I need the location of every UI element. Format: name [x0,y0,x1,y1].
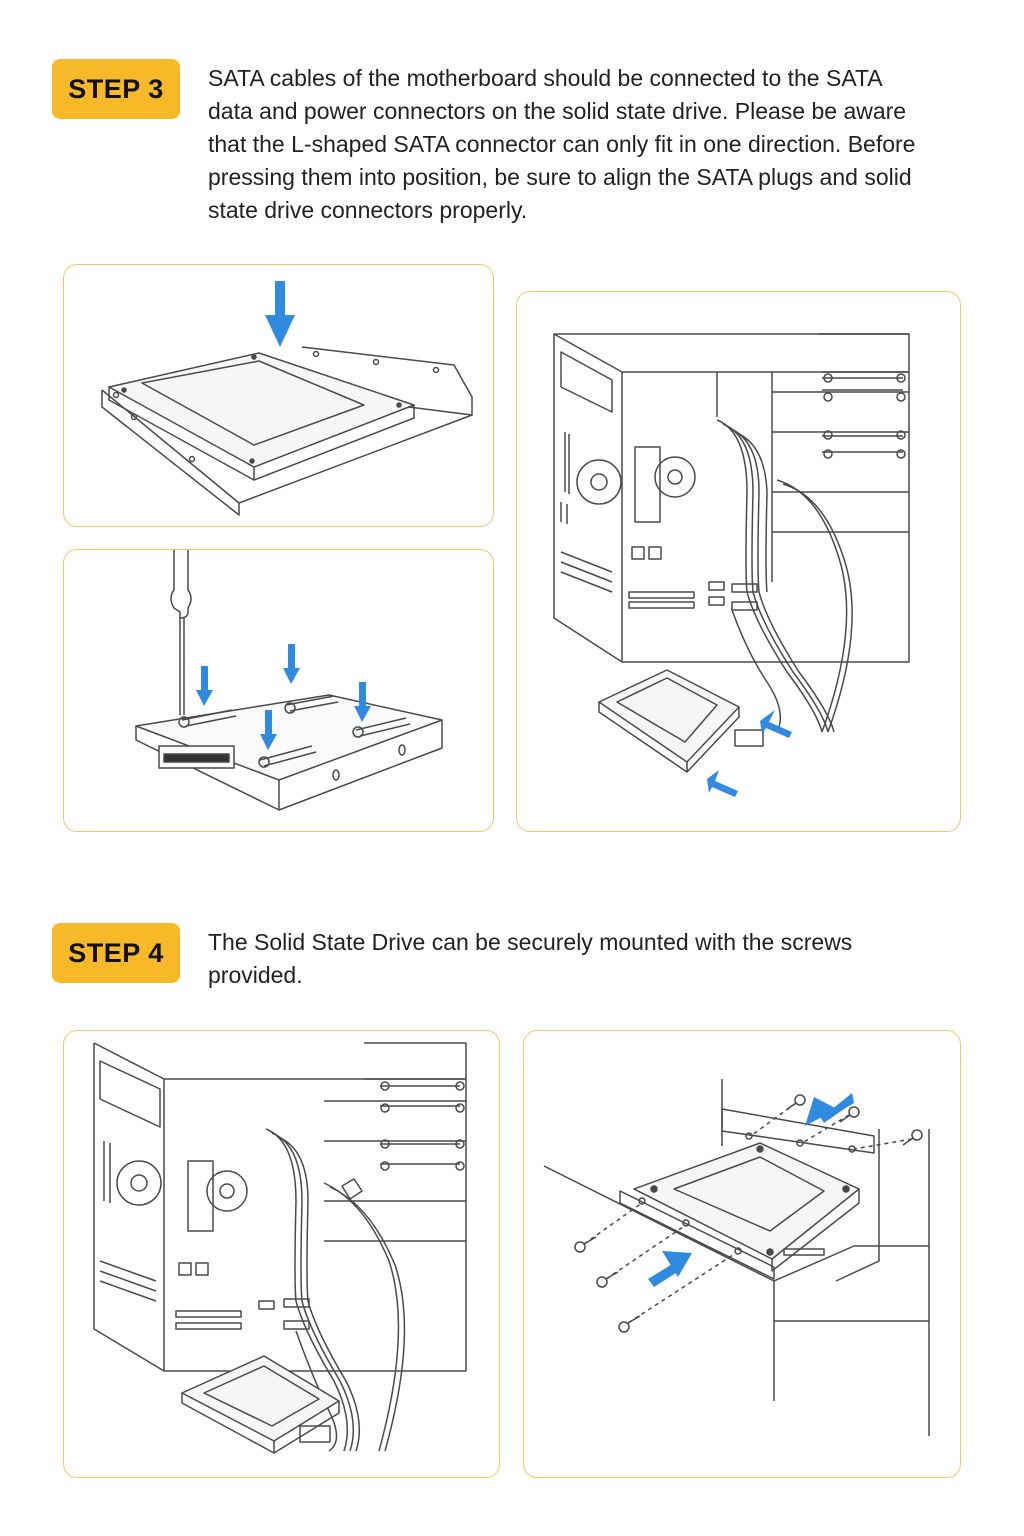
ssd-bracket-drawing [101,281,473,516]
step-4-description: The Solid State Drive can be securely mo… [208,929,853,988]
screws-mounting-drawing [543,1079,930,1436]
illustration-ssd-into-bracket [63,264,494,527]
step-4-badge: STEP 4 [52,923,180,983]
screwdriver-drawing [135,550,443,811]
step-3-badge: STEP 3 [52,59,180,119]
illustration-case-with-ssd [63,1030,500,1478]
pc-case-ssd-drawing [93,1042,467,1454]
pc-case-cables-drawing [553,333,910,797]
step-3-description: SATA cables of the motherboard should be… [208,65,916,223]
illustration-screw-bracket [63,549,494,832]
illustration-connect-sata-cables [516,291,961,832]
illustration-mount-with-screws [523,1030,961,1478]
